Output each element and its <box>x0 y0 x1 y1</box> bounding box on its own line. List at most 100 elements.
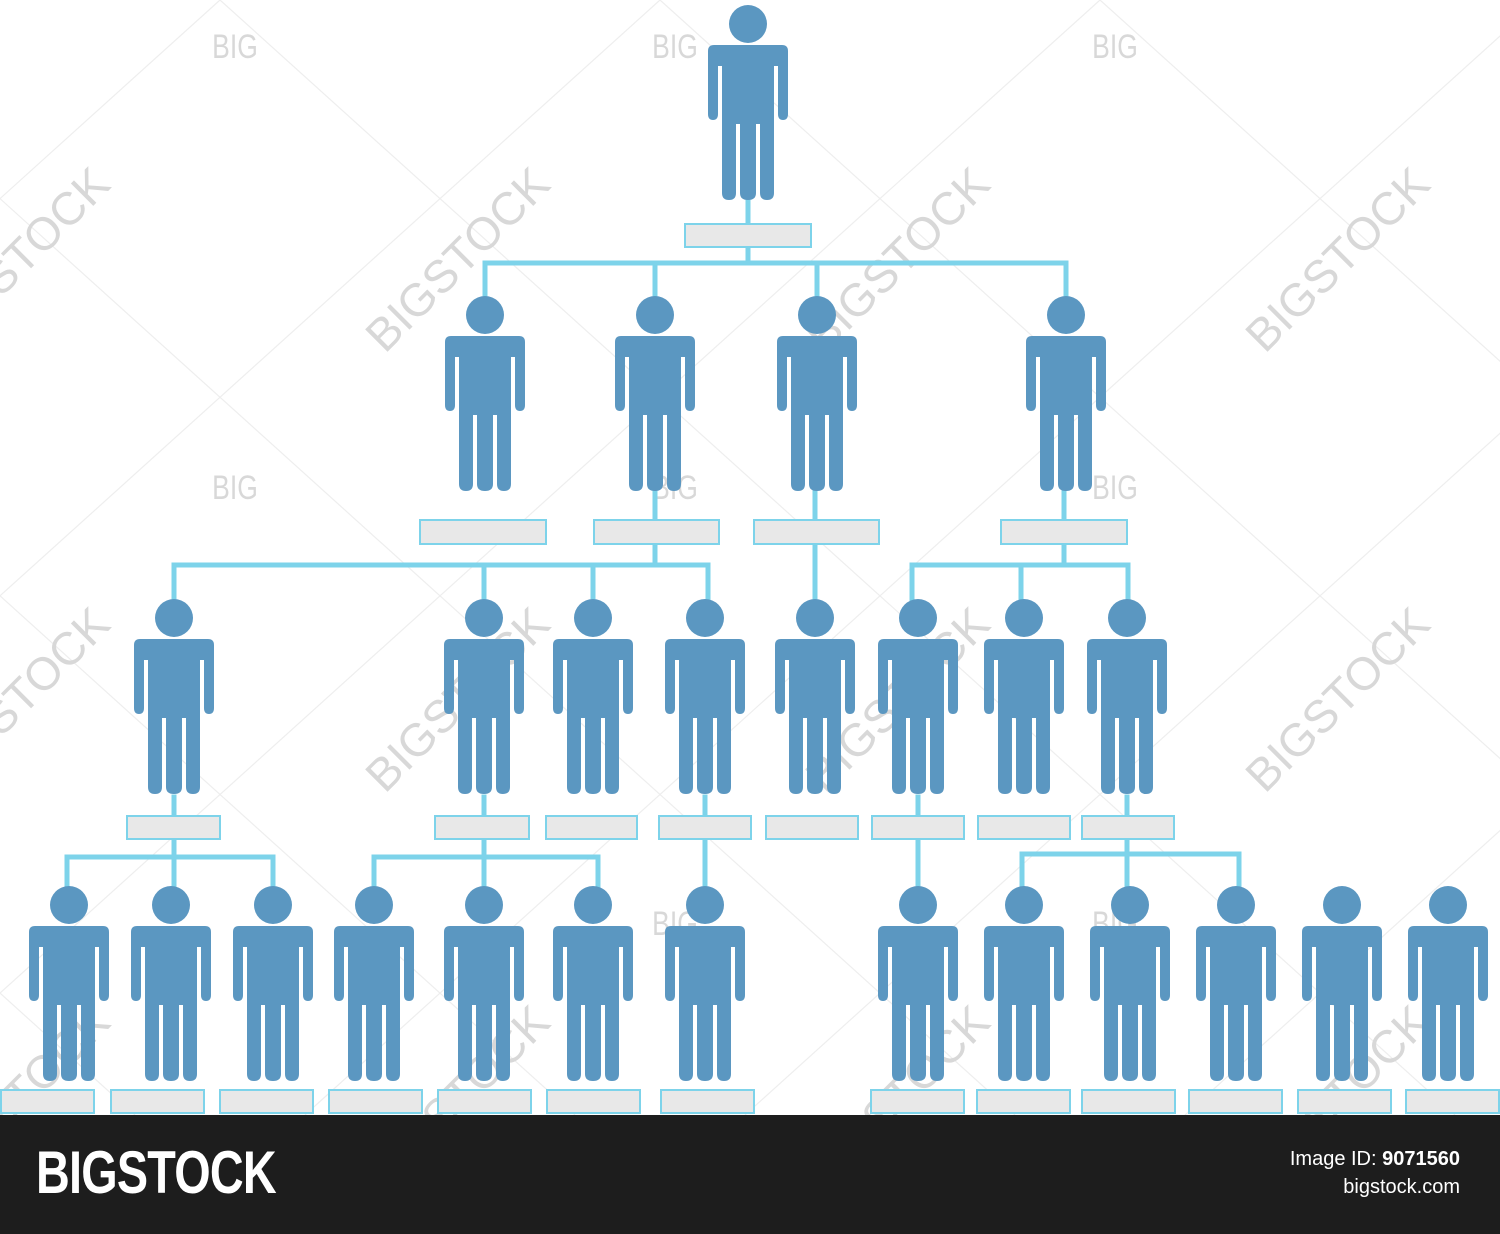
org-label-box <box>1405 1089 1500 1114</box>
person-icon <box>1087 599 1167 794</box>
person-head <box>686 599 724 637</box>
org-label-box <box>658 815 752 840</box>
person-head <box>254 886 292 924</box>
person-icon <box>1408 886 1488 1081</box>
person-icon <box>665 599 745 794</box>
person-body <box>444 926 524 1081</box>
org-label-box <box>684 223 812 248</box>
person-icon <box>878 886 958 1081</box>
watermark-big-text: BIG <box>212 28 258 66</box>
watermark-big-text: BIG <box>652 28 698 66</box>
person-body <box>444 639 524 794</box>
org-label-box <box>110 1089 205 1114</box>
org-label-box <box>219 1089 314 1114</box>
person-head <box>1429 886 1467 924</box>
watermark-diagonal-line <box>1099 0 1500 362</box>
person-head <box>798 296 836 334</box>
person-head <box>466 296 504 334</box>
person-body <box>334 926 414 1081</box>
watermark-diagonal-line <box>0 0 221 200</box>
org-label-box <box>0 1089 95 1114</box>
person-head <box>465 886 503 924</box>
org-label-box <box>545 815 638 840</box>
person-head <box>899 886 937 924</box>
person-head <box>796 599 834 637</box>
person-body <box>445 336 525 491</box>
org-label-box <box>593 519 720 545</box>
person-icon <box>615 296 695 491</box>
person-icon <box>334 886 414 1081</box>
person-head <box>574 886 612 924</box>
person-body <box>1087 639 1167 794</box>
org-chart-diagram: BIGBIGBIGBIGBIGBIGBIGBIGBIGSTOCKBIGSTOCK… <box>0 0 1500 1115</box>
person-body <box>29 926 109 1081</box>
watermark-bigstock-text: BIGSTOCK <box>1235 157 1439 361</box>
org-label-box <box>871 815 965 840</box>
person-body <box>1408 926 1488 1081</box>
watermark-bigstock-text: BIGSTOCK <box>1235 597 1439 801</box>
person-body <box>1196 926 1276 1081</box>
person-icon <box>1026 296 1106 491</box>
watermark-bigstock-text: BIGSTOCK <box>355 597 559 801</box>
person-head <box>1108 599 1146 637</box>
person-body <box>1302 926 1382 1081</box>
person-icon <box>984 886 1064 1081</box>
org-label-box <box>434 815 530 840</box>
person-body <box>553 926 633 1081</box>
person-head <box>1111 886 1149 924</box>
person-icon <box>134 599 214 794</box>
person-body <box>233 926 313 1081</box>
person-head <box>1005 886 1043 924</box>
person-icon <box>984 599 1064 794</box>
person-body <box>134 639 214 794</box>
person-body <box>708 45 788 200</box>
person-body <box>1090 926 1170 1081</box>
person-body <box>984 926 1064 1081</box>
org-label-box <box>126 815 221 840</box>
person-icon <box>708 5 788 200</box>
watermark-diagonal-line <box>0 0 661 597</box>
person-body <box>777 336 857 491</box>
org-label-box <box>977 815 1071 840</box>
person-icon <box>1090 886 1170 1081</box>
person-icon <box>1196 886 1276 1081</box>
person-body <box>665 926 745 1081</box>
org-label-box <box>1000 519 1128 545</box>
image-id-label: Image ID: <box>1289 1148 1377 1170</box>
watermark-bigstock-text: BIGSTOCK <box>0 157 120 361</box>
person-head <box>1047 296 1085 334</box>
image-id-row: Image ID: 9071560 <box>1290 1145 1460 1173</box>
person-icon <box>131 886 211 1081</box>
org-label-box <box>1081 1089 1176 1114</box>
person-body <box>878 926 958 1081</box>
watermark-diagonal-line <box>1184 829 1500 1115</box>
person-icon <box>29 886 109 1081</box>
person-head <box>1005 599 1043 637</box>
watermark-big-text: BIG <box>212 469 258 507</box>
person-icon <box>444 599 524 794</box>
person-head <box>155 599 193 637</box>
person-head <box>686 886 724 924</box>
site-url: bigstock.com <box>1343 1176 1460 1198</box>
person-icon <box>233 886 313 1081</box>
org-label-box <box>660 1089 755 1114</box>
org-label-box <box>870 1089 965 1114</box>
org-label-box <box>437 1089 532 1114</box>
person-body <box>665 639 745 794</box>
person-icon <box>777 296 857 491</box>
org-label-box <box>753 519 880 545</box>
stock-footer-bar: BIGSTOCK Image ID: 9071560 bigstock.com <box>0 1115 1500 1234</box>
person-icon <box>553 599 633 794</box>
org-label-box <box>546 1089 641 1114</box>
watermark-big-text: BIG <box>1092 28 1138 66</box>
person-body <box>984 639 1064 794</box>
person-body <box>553 639 633 794</box>
person-icon <box>878 599 958 794</box>
person-body <box>1026 336 1106 491</box>
connector-layer <box>64 197 1242 891</box>
person-head <box>355 886 393 924</box>
person-icon <box>775 599 855 794</box>
person-head <box>465 599 503 637</box>
person-icon <box>445 296 525 491</box>
